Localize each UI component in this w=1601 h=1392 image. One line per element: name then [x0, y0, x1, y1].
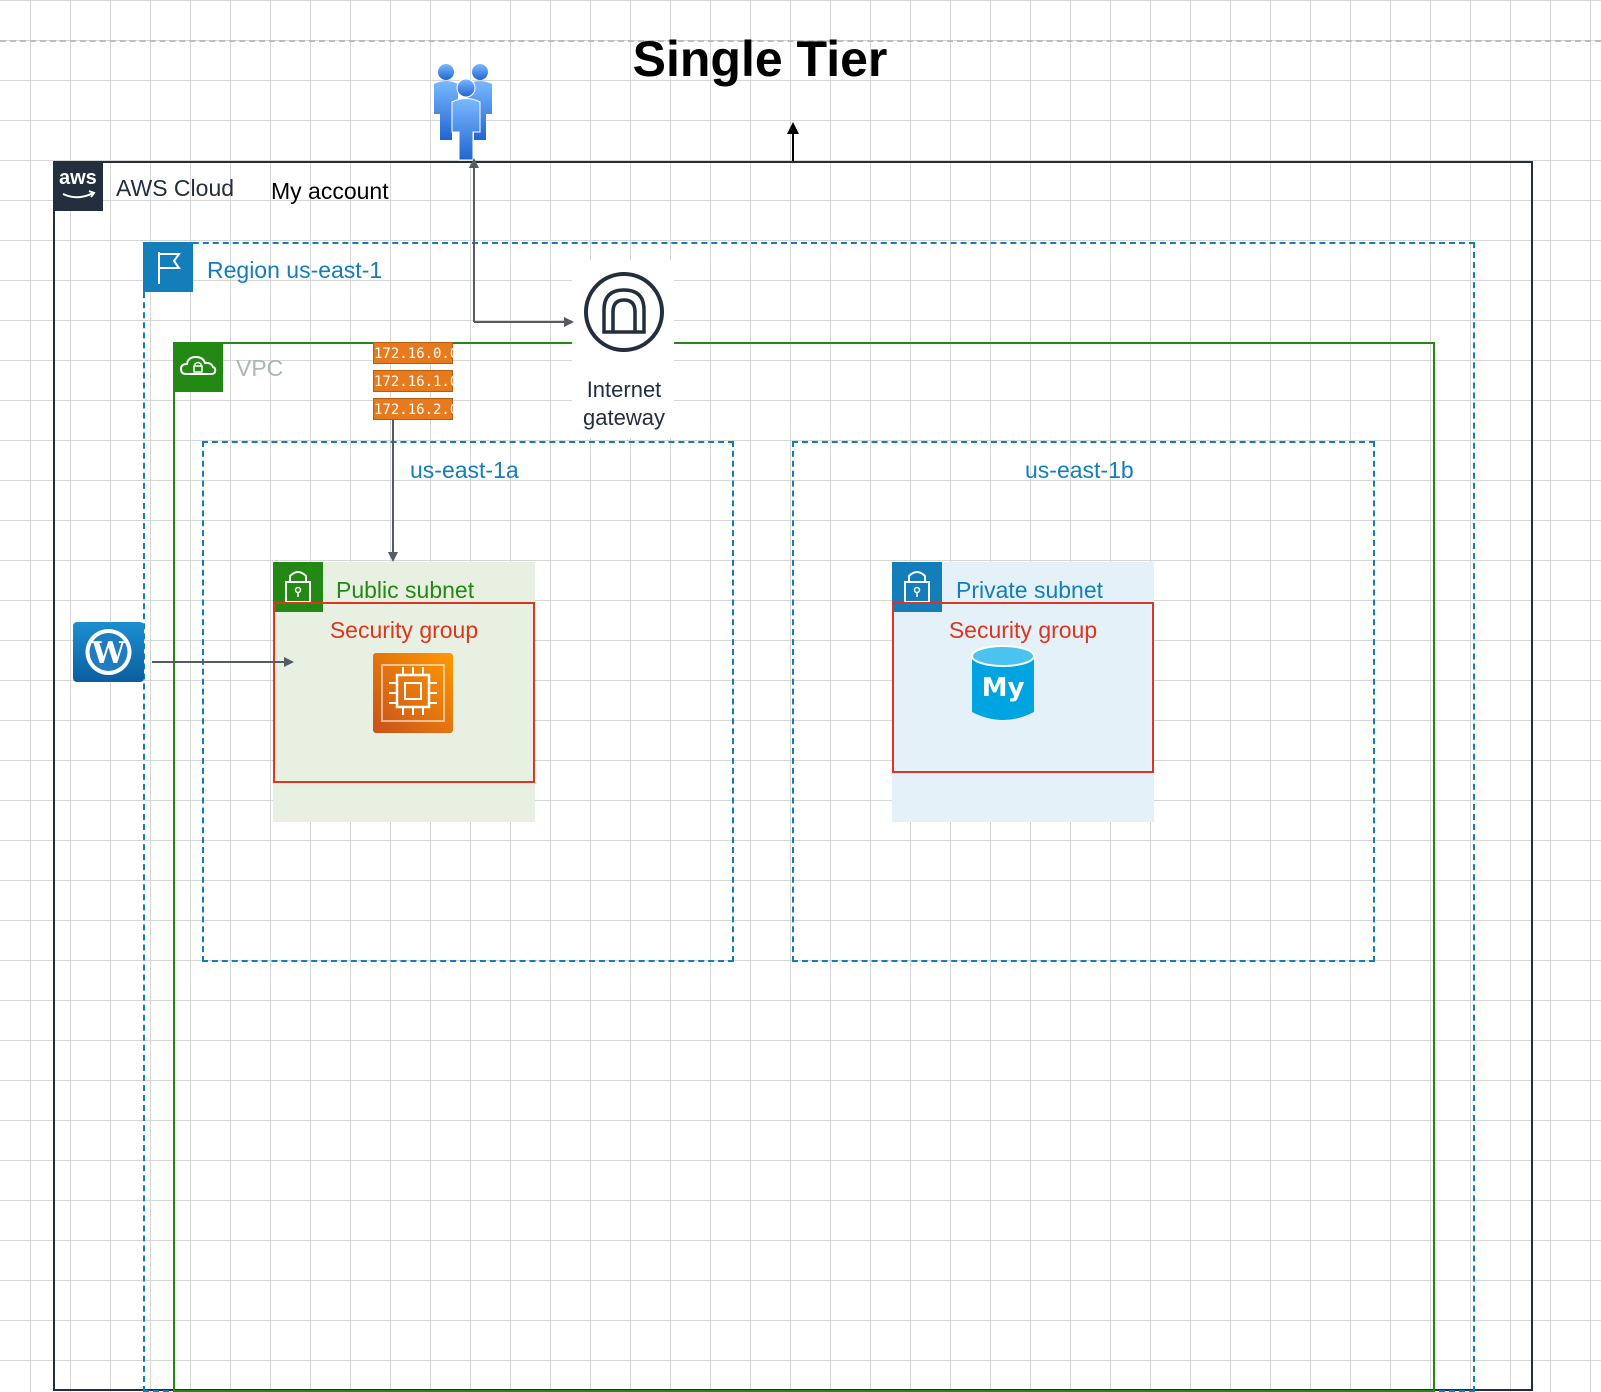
internet-gateway-label: Internet gateway	[583, 377, 665, 430]
security-group-public-label: Security group	[329, 617, 479, 643]
route-table-entry[interactable]: 172.16.0.0	[373, 342, 458, 364]
availability-zone-a[interactable]	[202, 441, 734, 962]
diagram-title: Single Tier	[632, 31, 888, 87]
account-label: My account	[271, 178, 389, 204]
svg-text:W: W	[91, 636, 127, 671]
aws-logo-icon: aws	[53, 161, 103, 211]
mysql-database-icon[interactable]: My	[970, 644, 1036, 724]
route-table-entry[interactable]: 172.16.2.0	[373, 398, 458, 420]
security-group-private-label: Security group	[948, 617, 1098, 643]
wordpress-icon[interactable]: W	[73, 622, 144, 682]
route-table-entry[interactable]: 172.16.1.0	[373, 370, 458, 392]
users-icon[interactable]	[430, 62, 502, 162]
public-subnet-label: Public subnet	[336, 577, 475, 603]
svg-text:My: My	[982, 673, 1025, 703]
vpc-label: VPC	[236, 355, 284, 381]
availability-zone-a-label: us-east-1a	[410, 457, 519, 483]
page-top-boundary	[0, 40, 1601, 42]
region-label: Region us-east-1	[207, 257, 383, 283]
aws-cloud-label: AWS Cloud	[116, 175, 235, 201]
availability-zone-b[interactable]	[792, 441, 1375, 962]
availability-zone-b-label: us-east-1b	[1025, 457, 1134, 483]
security-group-public[interactable]	[273, 602, 535, 783]
vpc-cloud-icon	[173, 342, 223, 392]
security-group-private[interactable]	[892, 602, 1154, 773]
ec2-instance-icon[interactable]	[373, 653, 453, 733]
internet-gateway-icon[interactable]	[582, 270, 666, 354]
private-subnet-label: Private subnet	[956, 577, 1104, 603]
aws-logo-text: aws	[59, 167, 97, 189]
region-flag-icon	[143, 242, 193, 292]
